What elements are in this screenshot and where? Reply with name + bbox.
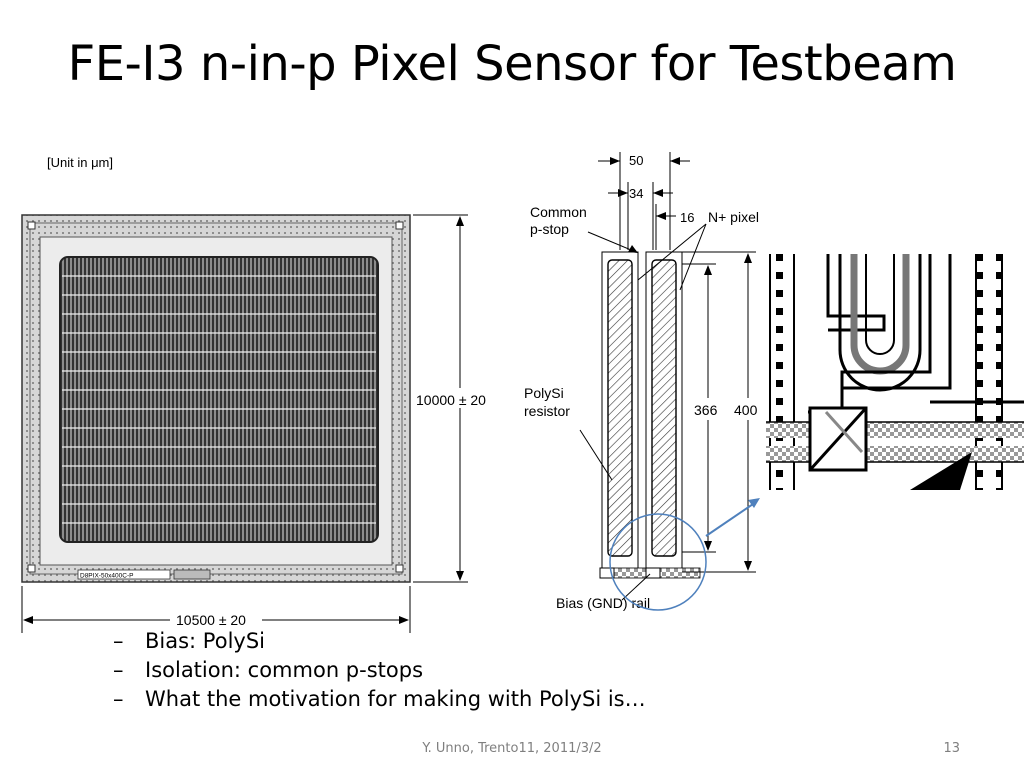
width-dimension: 10500 ± 20 [176,612,246,628]
dim-16: 16 [680,210,694,225]
dim-34: 34 [629,186,643,201]
slide-title: FE-I3 n-in-p Pixel Sensor for Testbeam [67,36,957,92]
pixel-cell-right [651,259,677,557]
npixel-label: N+ pixel [708,209,759,225]
page-number: 13 [943,741,960,756]
bullet-item: –Bias: PolySi [113,629,265,653]
bullet-list: –Bias: PolySi –Isolation: common p-stops… [113,627,646,714]
bias-rail-label: Bias (GND) rail [556,595,650,611]
zoom-arrow [705,501,757,537]
pixel-cell-drawing: 50 34 16 N+ pixel Common p-stop PolySi r… [524,152,1024,611]
polysi-label-line2: resistor [524,403,570,419]
pstop-label-line1: Common [530,204,587,220]
chip-label: D8PIX-50x400C-P [80,573,133,580]
pixel-cell-left [607,259,633,557]
dim-400: 400 [734,402,758,418]
dim-366: 366 [694,402,718,418]
zoomed-detail [766,254,1024,490]
sensor-layout-drawing: [Unit in μm] D8PIX-50x400C-P 10000 ± 20 … [21,155,486,633]
height-dimension: 10000 ± 20 [416,392,486,408]
dim-50: 50 [629,153,643,168]
pixel-matrix [59,256,379,543]
bullet-item: –What the motivation for making with Pol… [113,687,646,711]
pstop-label-line2: p-stop [530,221,569,237]
polysi-label-line1: PolySi [524,385,564,401]
zoom-highlight-circle [609,513,707,611]
slide-footer: Y. Unno, Trento11, 2011/3/2 [422,741,602,756]
unit-label: [Unit in μm] [47,155,113,170]
bullet-item: –Isolation: common p-stops [113,658,424,682]
